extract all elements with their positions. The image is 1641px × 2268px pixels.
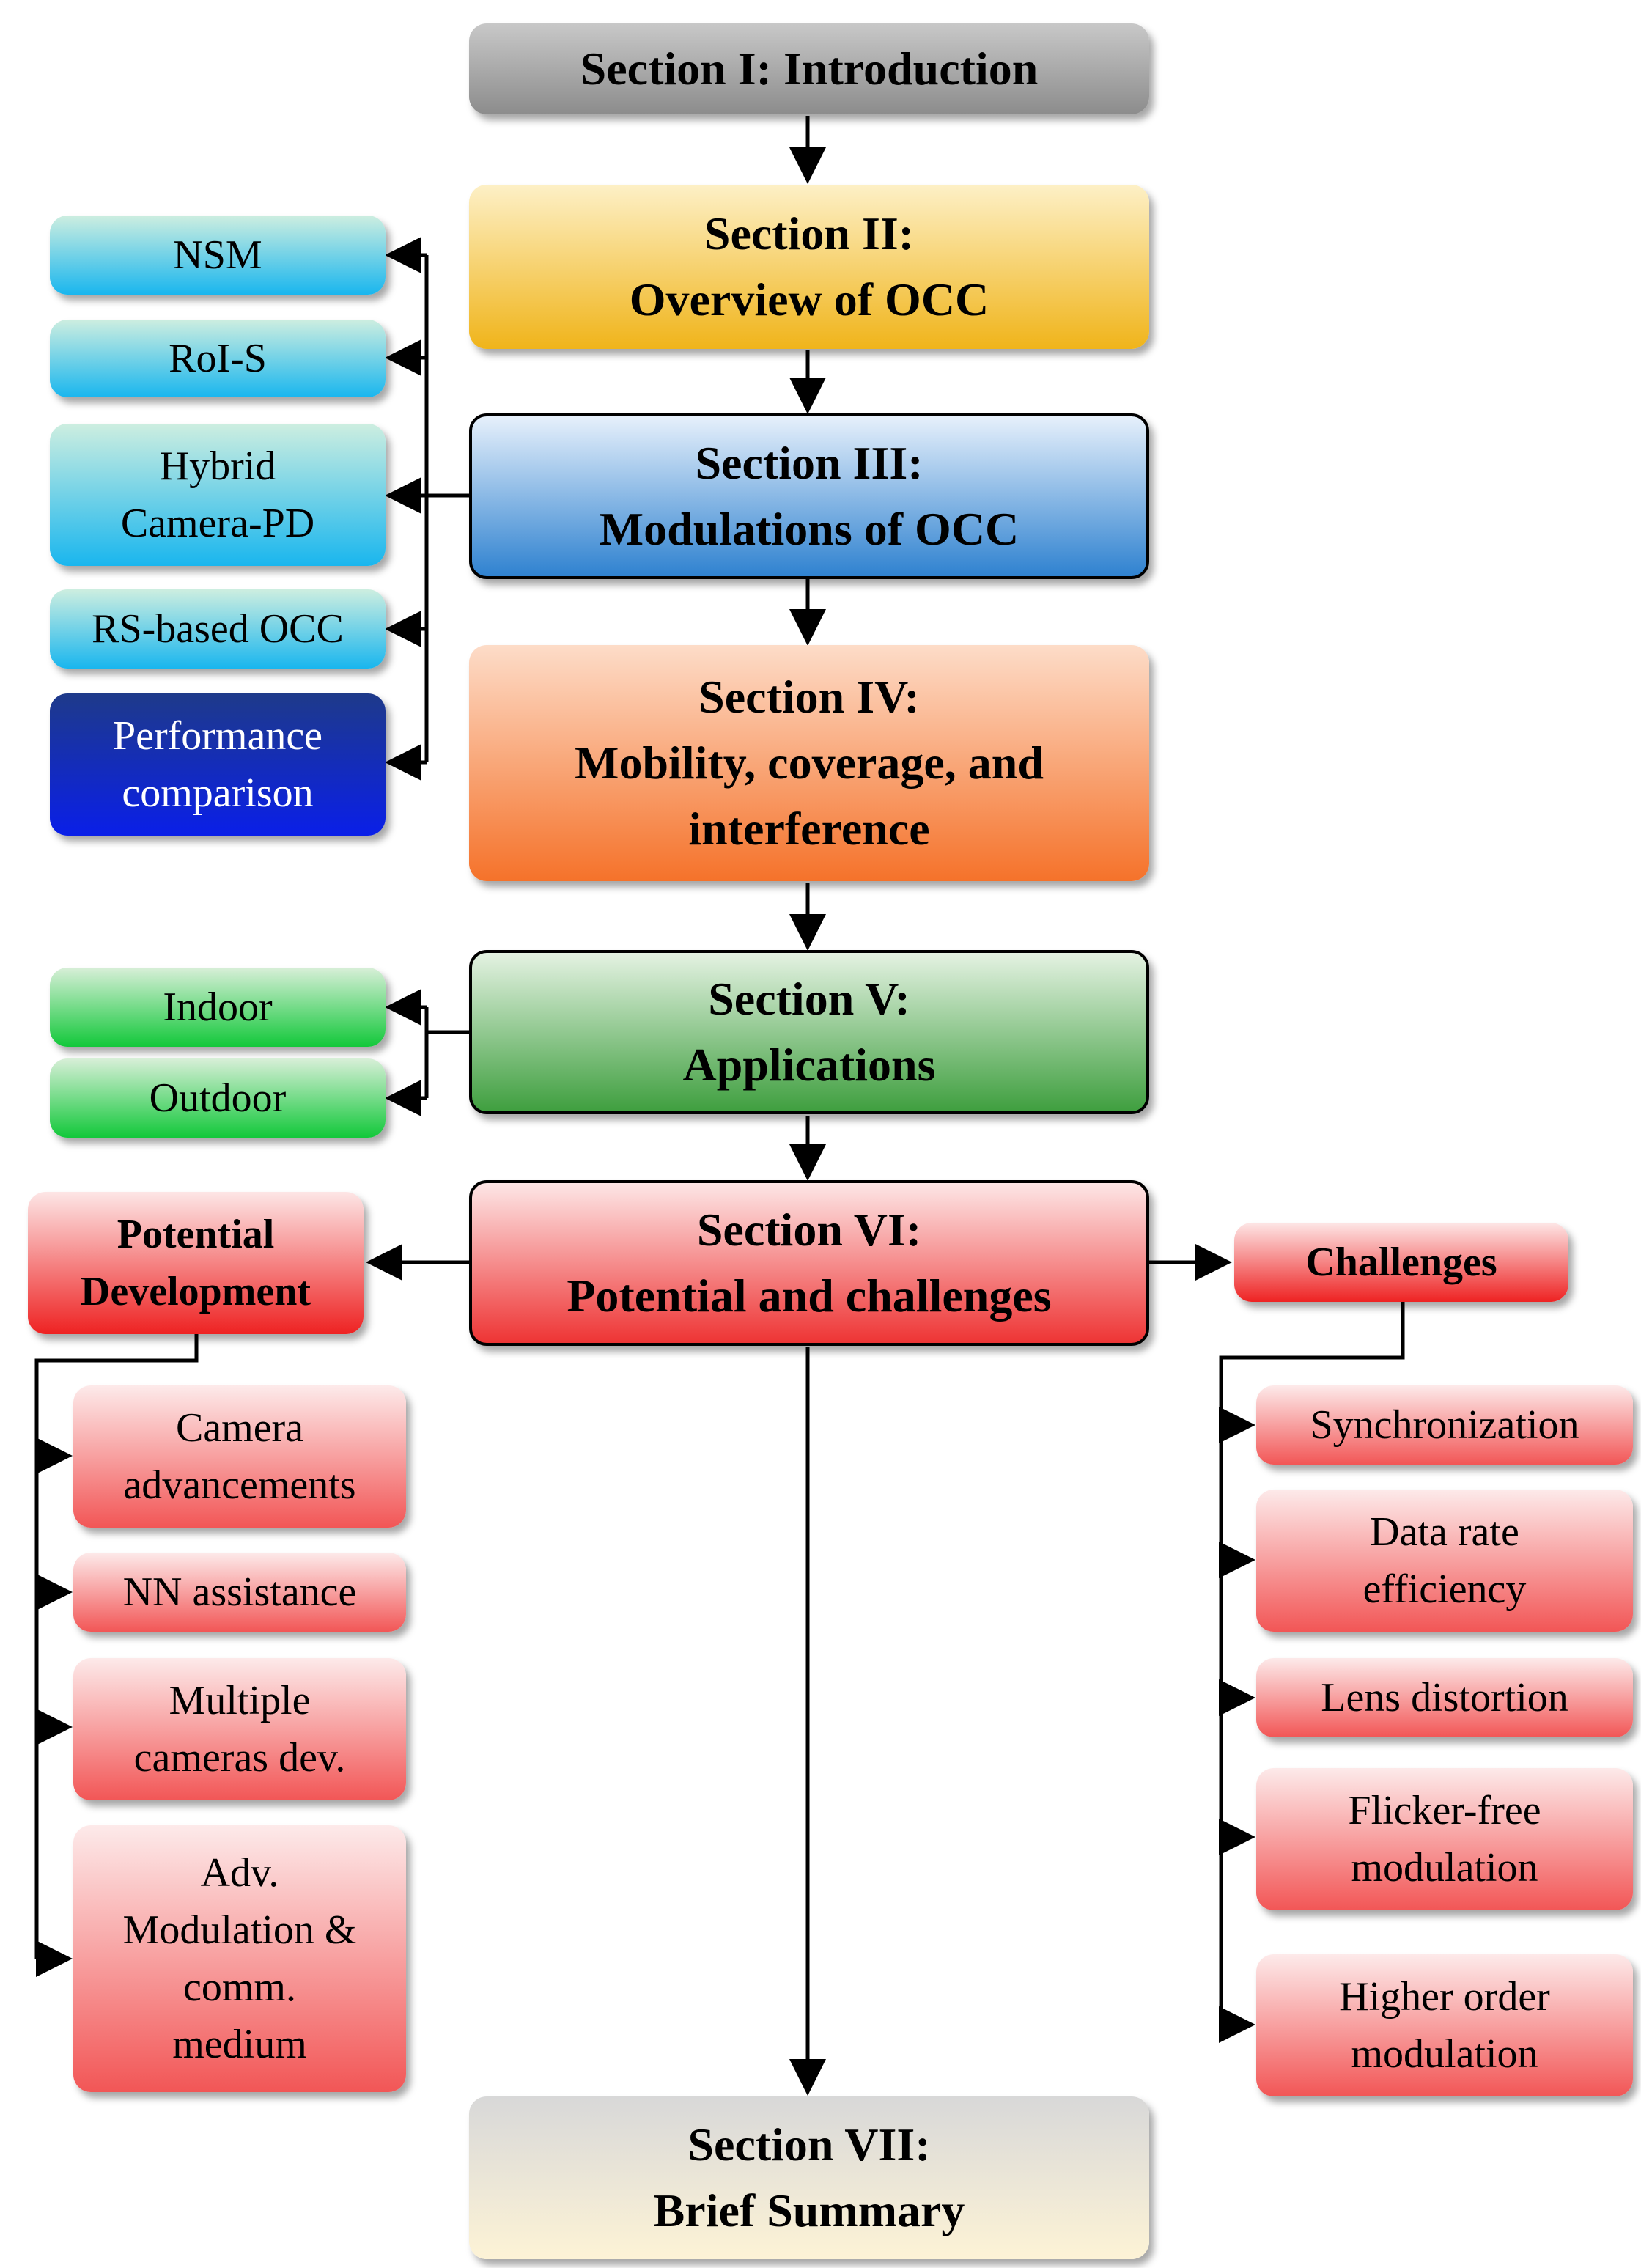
section-1-label: Section I: Introduction bbox=[580, 43, 1039, 95]
indoor-box: Indoor bbox=[50, 968, 386, 1047]
nn-assistance-label: NN assistance bbox=[122, 1569, 357, 1615]
performance-comparison-label: Performance comparison bbox=[112, 713, 323, 816]
challenges-label: Challenges bbox=[1305, 1240, 1497, 1285]
section-1-box: Section I: Introduction bbox=[469, 23, 1149, 114]
synchronization-box: Synchronization bbox=[1256, 1385, 1633, 1465]
section-4-label: Section IV: Mobility, coverage, and inte… bbox=[575, 671, 1044, 855]
section-3-box: Section III: Modulations of OCC bbox=[469, 413, 1149, 579]
hybrid-camera-pd-label: Hybrid Camera-PD bbox=[120, 443, 315, 546]
potential-branch-stem bbox=[34, 1334, 199, 1959]
rois-label: RoI-S bbox=[169, 336, 267, 381]
nsm-box: NSM bbox=[50, 216, 386, 295]
section-5-box: Section V: Applications bbox=[469, 950, 1149, 1114]
camera-advancements-label: Camera advancements bbox=[123, 1405, 356, 1508]
section-3-label: Section III: Modulations of OCC bbox=[599, 437, 1019, 555]
section-2-box: Section II: Overview of OCC bbox=[469, 185, 1149, 349]
rois-box: RoI-S bbox=[50, 320, 386, 397]
section-6-label: Section VI: Potential and challenges bbox=[567, 1204, 1052, 1322]
section-2-label: Section II: Overview of OCC bbox=[629, 207, 989, 325]
data-rate-efficiency-label: Data rate efficiency bbox=[1362, 1509, 1527, 1612]
section-4-box: Section IV: Mobility, coverage, and inte… bbox=[469, 645, 1149, 881]
synchronization-label: Synchronization bbox=[1310, 1402, 1579, 1448]
challenges-box: Challenges bbox=[1234, 1223, 1568, 1302]
flicker-free-modulation-label: Flicker-free modulation bbox=[1348, 1788, 1541, 1890]
hybrid-camera-pd-box: Hybrid Camera-PD bbox=[50, 424, 386, 566]
nsm-label: NSM bbox=[173, 232, 262, 278]
camera-advancements-box: Camera advancements bbox=[73, 1385, 406, 1528]
lens-distortion-box: Lens distortion bbox=[1256, 1658, 1633, 1737]
outdoor-label: Outdoor bbox=[149, 1075, 287, 1121]
rs-based-occ-box: RS-based OCC bbox=[50, 589, 386, 669]
flicker-free-modulation-box: Flicker-free modulation bbox=[1256, 1768, 1633, 1910]
higher-order-modulation-box: Higher order modulation bbox=[1256, 1954, 1633, 2096]
performance-comparison-box: Performance comparison bbox=[50, 693, 386, 836]
potential-development-box: Potential Development bbox=[28, 1192, 364, 1334]
section-7-label: Section VII: Brief Summary bbox=[653, 2118, 965, 2236]
outdoor-box: Outdoor bbox=[50, 1058, 386, 1138]
adv-modulation-label: Adv. Modulation & comm. medium bbox=[122, 1850, 357, 2067]
section-5-label: Section V: Applications bbox=[682, 973, 936, 1091]
multiple-cameras-box: Multiple cameras dev. bbox=[73, 1658, 406, 1800]
section-6-box: Section VI: Potential and challenges bbox=[469, 1180, 1149, 1346]
rs-based-occ-label: RS-based OCC bbox=[92, 606, 344, 652]
nn-assistance-box: NN assistance bbox=[73, 1553, 406, 1632]
indoor-label: Indoor bbox=[163, 984, 273, 1030]
higher-order-modulation-label: Higher order modulation bbox=[1339, 1974, 1550, 2077]
data-rate-efficiency-box: Data rate efficiency bbox=[1256, 1490, 1633, 1632]
potential-development-label: Potential Development bbox=[80, 1212, 311, 1314]
section-7-box: Section VII: Brief Summary bbox=[469, 2096, 1149, 2259]
multiple-cameras-label: Multiple cameras dev. bbox=[133, 1678, 346, 1781]
lens-distortion-label: Lens distortion bbox=[1321, 1675, 1568, 1720]
adv-modulation-box: Adv. Modulation & comm. medium bbox=[73, 1825, 406, 2092]
